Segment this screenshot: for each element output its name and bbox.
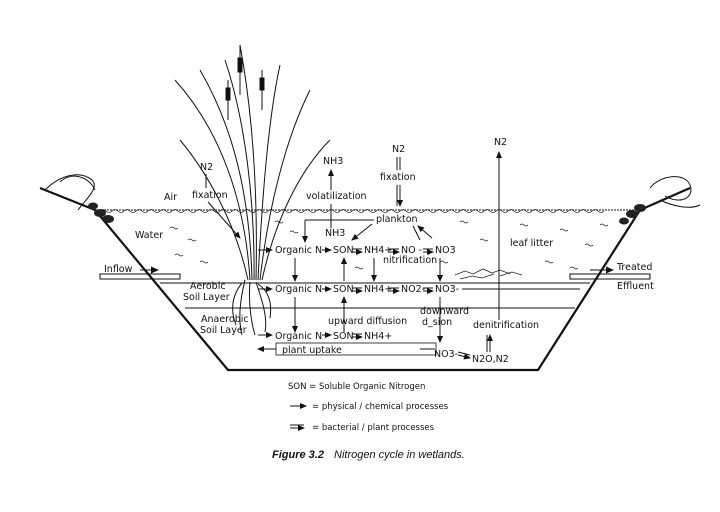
downward-label-1: downward xyxy=(420,306,469,317)
legend-bacterial: = bacterial / plant processes xyxy=(312,423,435,433)
figure-caption: Nitrogen cycle in wetlands. xyxy=(334,449,465,461)
aerobic-son: SON xyxy=(333,284,354,295)
plant-uptake-label: plant uptake xyxy=(282,345,342,356)
n2-mid-label: N2 xyxy=(392,144,405,155)
aerobic-organic-n: Organic N xyxy=(275,284,322,295)
water-surface xyxy=(99,209,605,213)
n2o-n2-label: N2O,N2 xyxy=(472,354,509,365)
anaerobic-son: SON xyxy=(333,331,354,342)
legend: SON = Soluble Organic Nitrogen = physica… xyxy=(288,382,449,433)
anaerobic-label-2: Soil Layer xyxy=(200,325,247,336)
aerobic-no3: NO3- xyxy=(435,284,459,295)
inflow-pipe xyxy=(99,266,181,280)
nh3-water-label: NH3 xyxy=(325,228,345,239)
anaerobic-label-1: Anaerobic xyxy=(201,314,249,325)
nh3-top-label: NH3 xyxy=(323,156,343,167)
inflow-label: Inflow xyxy=(104,264,133,275)
fixation-left-label: fixation xyxy=(192,190,228,201)
aerobic-label-2: Soil Layer xyxy=(183,292,230,303)
water-ripples xyxy=(169,220,609,270)
anaerobic-no3: NO3- xyxy=(434,349,458,360)
water-no: NO - xyxy=(401,245,422,256)
volatilization-label: volatilization xyxy=(306,191,367,202)
left-bank-rocks xyxy=(44,174,114,223)
denitrification-label: denitrification xyxy=(473,320,539,331)
n2-left-label: N2 xyxy=(200,162,213,173)
effluent-pipe xyxy=(569,266,651,280)
nitrification-label: nitrification xyxy=(383,255,437,266)
water-label: Water xyxy=(135,230,163,241)
right-bank-rocks xyxy=(619,176,701,225)
fixation-mid-label: fixation xyxy=(380,172,416,183)
legend-physical: = physical / chemical processes xyxy=(312,402,449,412)
leaf-litter-label: leaf litter xyxy=(510,238,553,249)
water-no3: NO3 xyxy=(435,245,456,256)
effluent-label: Effluent xyxy=(617,281,654,292)
aerobic-nh4: NH4+ xyxy=(364,284,392,295)
anaerobic-organic-n: Organic N xyxy=(275,331,322,342)
leaf-litter-drawing xyxy=(454,268,523,280)
upward-diffusion-label: upward diffusion xyxy=(328,316,407,327)
n2-right-label: N2 xyxy=(494,137,507,148)
water-nh4: NH4+ xyxy=(364,245,392,256)
legend-son-definition: SON = Soluble Organic Nitrogen xyxy=(288,382,425,392)
treated-label: Treated xyxy=(616,262,652,273)
plankton-label: plankton xyxy=(376,214,418,225)
legend-double-arrow-icon xyxy=(290,424,305,431)
water-son: SON xyxy=(333,245,354,256)
anaerobic-nh4: NH4+ xyxy=(364,331,392,342)
wetland-plant xyxy=(174,44,331,336)
aerobic-label-1: Aerobic xyxy=(190,281,226,292)
water-organic-n: Organic N xyxy=(275,245,322,256)
air-label: Air xyxy=(164,192,177,203)
aerobic-no2: NO2- xyxy=(401,284,425,295)
downward-label-2: d_sion xyxy=(422,317,452,328)
figure-number: Figure 3.2 xyxy=(272,449,324,461)
